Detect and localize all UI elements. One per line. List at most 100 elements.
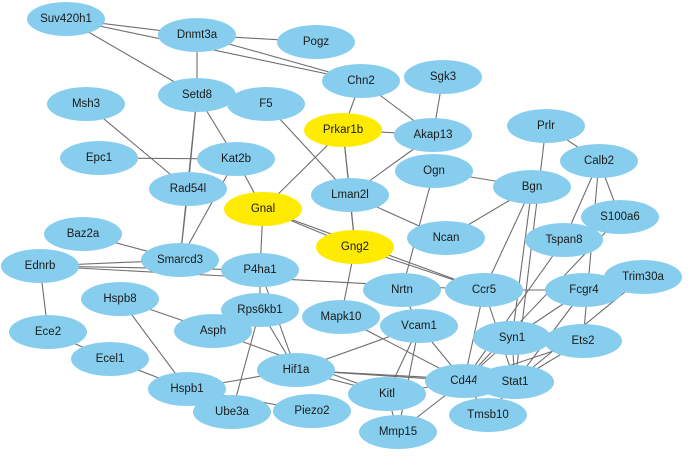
node-vcam1[interactable]: Vcam1	[380, 309, 458, 343]
node-smarcd3[interactable]: Smarcd3	[141, 243, 219, 277]
node-label: Nrtn	[391, 284, 413, 296]
node-label: P4ha1	[243, 264, 276, 276]
node-epc1[interactable]: Epc1	[60, 141, 138, 175]
node-label: Calb2	[584, 155, 614, 167]
node-shape	[363, 273, 441, 307]
node-mapk10[interactable]: Mapk10	[302, 300, 380, 334]
node-shape	[158, 18, 236, 52]
node-hspb8[interactable]: Hspb8	[81, 282, 159, 316]
node-shape	[148, 372, 226, 406]
node-label: Ecel1	[96, 353, 125, 365]
edge-kat2b-smarcd3	[179, 158, 237, 261]
node-label: Fcgr4	[569, 284, 599, 296]
node-hif1a[interactable]: Hif1a	[257, 353, 335, 387]
node-ncan[interactable]: Ncan	[407, 221, 485, 255]
edge-rps6kb1-ube3a	[231, 309, 261, 413]
node-dnmt3a[interactable]: Dnmt3a	[158, 18, 236, 52]
node-shape	[257, 353, 335, 387]
node-shape	[227, 87, 305, 121]
node-shape	[493, 170, 571, 204]
node-gng2[interactable]: Gng2	[316, 230, 394, 264]
node-label: Gnal	[251, 203, 275, 215]
node-label: Trim30a	[622, 271, 664, 283]
node-label: Pogz	[303, 36, 329, 48]
node-baz2a[interactable]: Baz2a	[44, 217, 122, 251]
node-label: Rps6kb1	[237, 304, 282, 316]
node-shape	[473, 321, 551, 355]
node-gnal[interactable]: Gnal	[224, 192, 302, 226]
node-label: Gng2	[341, 241, 369, 253]
node-shape	[311, 178, 389, 212]
node-hspb1[interactable]: Hspb1	[148, 372, 226, 406]
node-mmp15[interactable]: Mmp15	[359, 415, 437, 449]
node-shape	[221, 293, 299, 327]
node-syn1[interactable]: Syn1	[473, 321, 551, 355]
node-label: Cd44	[450, 375, 478, 387]
node-shape	[581, 200, 659, 234]
node-lman2l[interactable]: Lman2l	[311, 178, 389, 212]
node-shape	[545, 273, 623, 307]
node-trim30a[interactable]: Trim30a	[604, 260, 682, 294]
node-shape	[507, 109, 585, 143]
node-akap13[interactable]: Akap13	[394, 118, 472, 152]
node-chn2[interactable]: Chn2	[322, 64, 400, 98]
node-label: Rad54l	[170, 183, 206, 195]
node-label: Kat2b	[221, 153, 251, 165]
node-sgk3[interactable]: Sgk3	[404, 60, 482, 94]
node-p4ha1[interactable]: P4ha1	[221, 253, 299, 287]
node-prlr[interactable]: Prlr	[507, 109, 585, 143]
node-stat1[interactable]: Stat1	[476, 365, 554, 399]
node-shape	[141, 243, 219, 277]
node-bgn[interactable]: Bgn	[493, 170, 571, 204]
node-prkar1b[interactable]: Prkar1b	[304, 113, 382, 147]
node-rad54l[interactable]: Rad54l	[149, 172, 227, 206]
node-shape	[604, 260, 682, 294]
node-piezo2[interactable]: Piezo2	[273, 394, 351, 428]
node-shape	[27, 2, 105, 36]
node-label: Prlr	[537, 120, 555, 132]
node-label: Smarcd3	[157, 254, 203, 266]
node-shape	[1, 249, 79, 283]
node-setd8[interactable]: Setd8	[158, 78, 236, 112]
node-msh3[interactable]: Msh3	[47, 87, 125, 121]
node-shape	[149, 172, 227, 206]
node-ece2[interactable]: Ece2	[9, 315, 87, 349]
node-label: Ncan	[433, 232, 460, 244]
node-kat2b[interactable]: Kat2b	[197, 142, 275, 176]
node-tspan8[interactable]: Tspan8	[525, 223, 603, 257]
node-shape	[407, 221, 485, 255]
node-ecel1[interactable]: Ecel1	[71, 342, 149, 376]
node-shape	[544, 324, 622, 358]
node-f5[interactable]: F5	[227, 87, 305, 121]
node-label: Piezo2	[294, 405, 329, 417]
node-ednrb[interactable]: Ednrb	[1, 249, 79, 283]
node-label: Sgk3	[430, 71, 456, 83]
node-s100a6[interactable]: S100a6	[581, 200, 659, 234]
node-label: Ube3a	[215, 406, 249, 418]
node-kitl[interactable]: Kitl	[348, 377, 426, 411]
node-shape	[404, 60, 482, 94]
node-ets2[interactable]: Ets2	[544, 324, 622, 358]
node-shape	[174, 314, 252, 348]
node-shape	[224, 192, 302, 226]
node-ccr5[interactable]: Ccr5	[445, 273, 523, 307]
node-shape	[197, 142, 275, 176]
node-asph[interactable]: Asph	[174, 314, 252, 348]
node-label: Suv420h1	[40, 13, 92, 25]
node-label: Hspb1	[170, 383, 203, 395]
node-fcgr4[interactable]: Fcgr4	[545, 273, 623, 307]
node-ube3a[interactable]: Ube3a	[193, 395, 271, 429]
node-label: Hspb8	[103, 293, 136, 305]
edge-bgn-ccr5	[483, 186, 533, 291]
node-tmsb10[interactable]: Tmsb10	[449, 398, 527, 432]
node-nrtn[interactable]: Nrtn	[363, 273, 441, 307]
node-pogz[interactable]: Pogz	[277, 25, 355, 59]
edge-bgn-syn1	[511, 186, 533, 339]
node-ogn[interactable]: Ogn	[395, 154, 473, 188]
node-label: Epc1	[86, 152, 112, 164]
node-calb2[interactable]: Calb2	[560, 144, 638, 178]
node-rps6kb1[interactable]: Rps6kb1	[221, 293, 299, 327]
node-label: Msh3	[72, 98, 100, 110]
node-shape	[81, 282, 159, 316]
node-suv420h1[interactable]: Suv420h1	[27, 2, 105, 36]
